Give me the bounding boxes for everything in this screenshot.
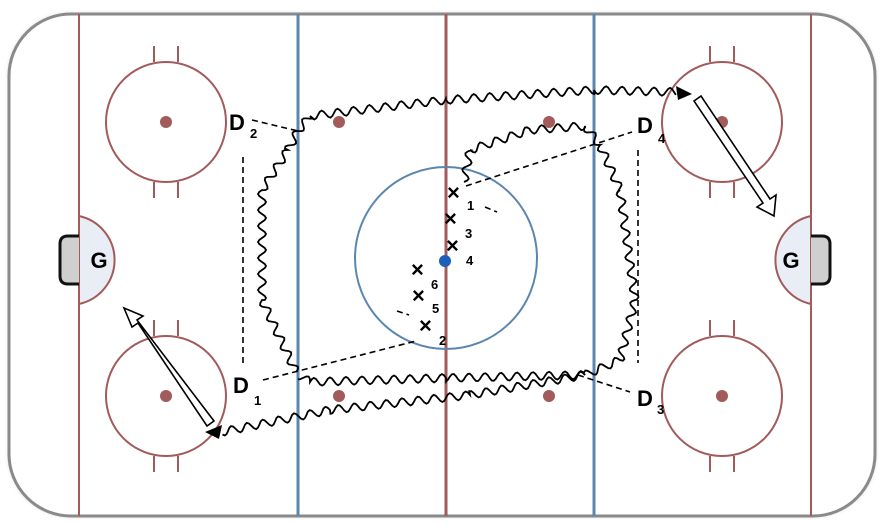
goal-net-left (58, 234, 79, 286)
faceoff-circle-bottom-right (661, 335, 783, 457)
hollow-arrows (122, 94, 777, 428)
faceoff-circle-top-right (661, 61, 783, 183)
player-3-number: 3 (465, 226, 472, 241)
players: × 1 × 3 × 4 × 6 × 5 × 2 (411, 180, 474, 348)
pass-line-d3 (577, 374, 631, 393)
pass-line-d2 (251, 119, 299, 132)
player-1-number: 1 (467, 198, 474, 213)
skate-path-inner-top (461, 122, 640, 376)
center-circle (354, 166, 538, 350)
player-5-number: 5 (432, 301, 439, 316)
goal-net-right (811, 234, 832, 286)
d3-sub: 3 (657, 402, 664, 417)
pass-line-1-d4 (465, 131, 633, 187)
goalie-left-label: G (90, 248, 107, 273)
player-6-number: 6 (431, 277, 438, 292)
d3-letter: D (637, 386, 653, 411)
player-2-number: 2 (439, 333, 446, 348)
skate-path-outer-bottom (222, 370, 586, 437)
faceoff-circles (105, 46, 783, 472)
pass-line-d1-2 (262, 340, 417, 381)
player-4-number: 4 (466, 253, 474, 268)
skate-path-outer-top (297, 85, 677, 133)
d4-letter: D (637, 113, 653, 138)
d2-sub: 2 (250, 126, 257, 141)
faceoff-dots (160, 116, 728, 402)
player-6-mark: × (411, 257, 424, 282)
arrow-d4-to-goal (692, 94, 777, 218)
crease-right (774, 214, 812, 306)
player-3-mark: × (444, 206, 457, 231)
player-5-mark: × (412, 283, 425, 308)
goalie-right-label: G (782, 248, 799, 273)
player-4-mark: × (446, 233, 459, 258)
skate-path-left-down (256, 130, 299, 373)
d1-letter: D (233, 373, 249, 398)
player-2-mark: × (419, 313, 432, 338)
puck (439, 255, 451, 267)
crease-left (78, 214, 116, 306)
d1-sub: 1 (254, 393, 261, 408)
d2-letter: D (229, 110, 245, 135)
skate-path-inner-bottom (297, 370, 586, 387)
skate-arrowhead-top (676, 86, 692, 100)
pass-lines (242, 119, 639, 393)
skate-arrowhead-bottom (205, 425, 222, 439)
player-1-mark: × (447, 180, 460, 205)
defense-labels: D 2 D 1 D 4 D 3 (229, 110, 666, 417)
skating-paths (222, 85, 677, 437)
faceoff-circle-top-left (105, 61, 227, 183)
d4-sub: 4 (658, 131, 666, 146)
arrow-to-d1 (122, 306, 216, 428)
faceoff-circle-bottom-left (105, 335, 227, 457)
